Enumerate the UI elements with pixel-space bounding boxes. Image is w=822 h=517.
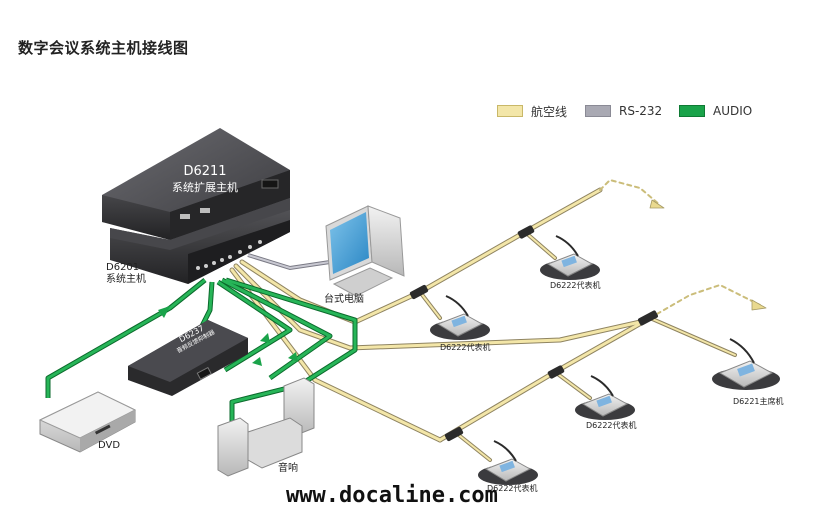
- legend-aviation-label: 航空线: [531, 104, 568, 119]
- legend-audio: AUDIO: [679, 103, 752, 119]
- d6237-unit: [128, 320, 248, 396]
- d6211-name: 系统扩展主机: [172, 181, 238, 194]
- audio-cables: [45, 277, 358, 422]
- delegate-4-label: D6222代表机: [487, 484, 538, 493]
- d6211-label: D6211 系统扩展主机: [150, 164, 260, 195]
- pc-device: [325, 205, 405, 297]
- d6201-unit: [110, 198, 290, 284]
- delegate-1-label: D6222代表机: [440, 343, 491, 352]
- legend-aviation: 航空线: [497, 103, 567, 119]
- delegate-2-label: D6222代表机: [550, 281, 601, 290]
- chairman-label: D6221主席机: [733, 397, 784, 406]
- legend-aviation-swatch: [497, 105, 523, 117]
- d6211-model: D6211: [183, 164, 227, 179]
- d6201-label: D6201 系统主机: [106, 262, 146, 286]
- page-title: 数字会议系统主机接线图: [18, 39, 189, 57]
- delegate-units: [430, 235, 780, 485]
- dvd-label: DVD: [98, 440, 121, 451]
- d6211-unit: [102, 128, 290, 240]
- legend-rs232: RS-232: [585, 103, 662, 119]
- pc-label: 台式电脑: [324, 294, 364, 305]
- legend-rs232-swatch: [585, 105, 611, 117]
- speaker-device: [217, 377, 315, 477]
- watermark: www.docaline.com: [286, 483, 498, 508]
- legend-audio-swatch: [679, 105, 705, 117]
- d6201-model: D6201: [106, 262, 140, 273]
- legend-rs232-label: RS-232: [619, 104, 663, 118]
- legend-audio-label: AUDIO: [713, 104, 753, 118]
- speaker-label: 音响: [278, 463, 298, 474]
- rs232-cable: [247, 253, 331, 271]
- dvd-device: [38, 391, 137, 453]
- delegate-3-label: D6222代表机: [586, 421, 637, 430]
- d6201-name: 系统主机: [106, 274, 146, 285]
